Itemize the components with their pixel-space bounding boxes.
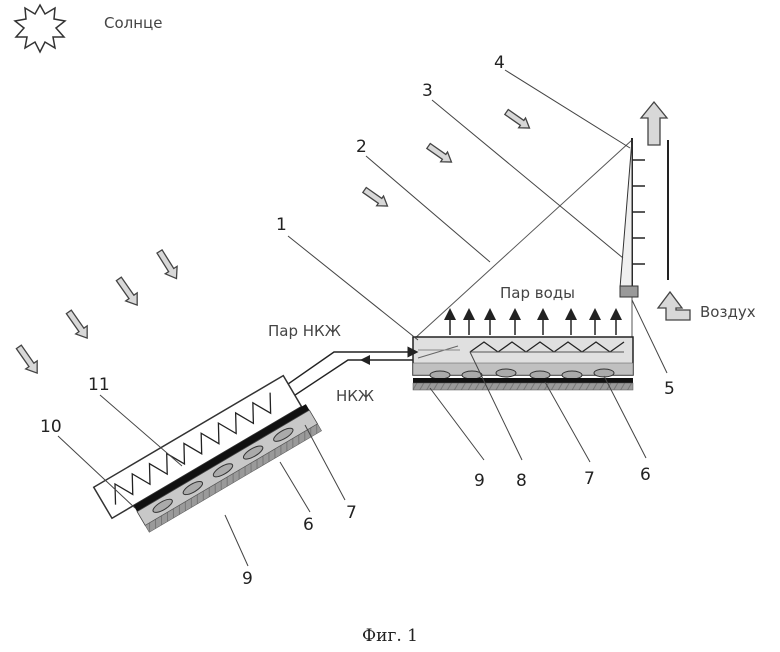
sun-icon [15,5,65,52]
air-in-arrow-icon [658,292,690,320]
ray-arrow [63,308,93,342]
label-9-left: 9 [242,569,253,589]
ray-arrow [13,343,43,377]
ray-arrow [503,107,533,133]
label-4: 4 [494,53,505,73]
hcl-steam-label: Пар НКЖ [268,322,341,340]
label-5: 5 [664,379,675,399]
label-8: 8 [516,471,527,491]
label-10: 10 [40,417,62,437]
ray-arrow [113,275,143,309]
evaporator-unit [413,337,633,390]
water-vapor-arrows [450,314,616,335]
air-up-arrow-icon [641,102,667,145]
label-7-left: 7 [346,503,357,523]
sun-label: Солнце [104,14,162,32]
label-7-right: 7 [584,469,595,489]
label-6-left: 6 [303,515,314,535]
label-3: 3 [422,81,433,101]
condenser [620,138,668,297]
light-path-lines [413,140,632,340]
ray-arrow [361,185,391,211]
label-2: 2 [356,137,367,157]
label-9-right: 9 [474,471,485,491]
figure-caption: Фиг. 1 [362,626,418,646]
label-6-right: 6 [640,465,651,485]
ray-arrow [425,141,455,167]
inclined-collector [94,373,322,545]
label-1: 1 [276,215,287,235]
water-steam-label: Пар воды [500,284,575,302]
air-label: Воздух [700,303,756,321]
label-11: 11 [88,375,110,395]
return-arrow-icon [360,355,370,365]
collector-element-5 [620,286,638,297]
ray-arrow [154,248,183,283]
hcl-label: НКЖ [336,387,374,405]
